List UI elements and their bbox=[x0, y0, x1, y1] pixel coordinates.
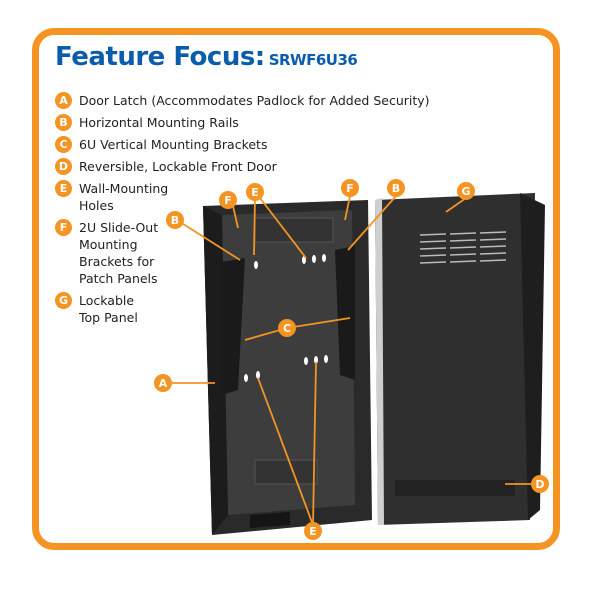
badge-g: G bbox=[55, 292, 72, 309]
callout-label: F bbox=[346, 182, 354, 195]
feature-legend: A Door Latch (Accommodates Padlock for Ad… bbox=[55, 92, 475, 331]
badge-b: B bbox=[55, 114, 72, 131]
callout-f-left: F bbox=[219, 191, 237, 209]
callout-a: A bbox=[154, 374, 172, 392]
badge-c: C bbox=[55, 136, 72, 153]
title-text: Feature Focus: bbox=[55, 42, 265, 72]
legend-text: Door Latch (Accommodates Padlock for Add… bbox=[79, 93, 430, 108]
callout-label: B bbox=[392, 182, 400, 195]
callout-b-right: B bbox=[387, 179, 405, 197]
badge-d: D bbox=[55, 158, 72, 175]
badge-a: A bbox=[55, 92, 72, 109]
legend-text: Reversible, Lockable Front Door bbox=[79, 159, 277, 174]
callout-label: E bbox=[309, 525, 317, 538]
badge-e: E bbox=[55, 180, 72, 197]
callout-label: A bbox=[159, 377, 168, 390]
orange-frame bbox=[32, 28, 560, 550]
legend-item: F 2U Slide-Out Mounting Brackets for Patc… bbox=[55, 219, 475, 287]
model-number: SRWF6U36 bbox=[268, 51, 358, 69]
legend-item: G Lockable Top Panel bbox=[55, 292, 475, 326]
front-door bbox=[375, 193, 545, 525]
callout-e-bottom: E bbox=[304, 522, 322, 540]
callout-d: D bbox=[531, 475, 549, 493]
legend-item: A Door Latch (Accommodates Padlock for Ad… bbox=[55, 92, 475, 109]
callout-e-top: E bbox=[246, 183, 264, 201]
callout-g: G bbox=[457, 182, 475, 200]
legend-text: Horizontal Mounting Rails bbox=[79, 115, 239, 130]
callout-label: B bbox=[171, 214, 179, 227]
legend-item: E Wall-Mounting Holes bbox=[55, 180, 475, 214]
cabinet-body bbox=[203, 200, 372, 535]
page-title: Feature Focus:SRWF6U36 bbox=[55, 42, 358, 72]
legend-item: C 6U Vertical Mounting Brackets bbox=[55, 136, 475, 153]
callout-label: F bbox=[224, 194, 232, 207]
legend-text: 2U Slide-Out Mounting Brackets for Patch… bbox=[79, 220, 159, 286]
callout-label: C bbox=[283, 322, 291, 335]
callout-b-left: B bbox=[166, 211, 184, 229]
callout-c: C bbox=[278, 319, 296, 337]
legend-item: B Horizontal Mounting Rails bbox=[55, 114, 475, 131]
badge-f: F bbox=[55, 219, 72, 236]
callout-f-right: F bbox=[341, 179, 359, 197]
legend-text: Lockable Top Panel bbox=[79, 293, 138, 325]
legend-text: Wall-Mounting Holes bbox=[79, 181, 169, 213]
callout-label: G bbox=[461, 185, 470, 198]
callout-badges: F E B F B G C A E D bbox=[154, 179, 549, 540]
callout-label: E bbox=[251, 186, 259, 199]
legend-text: 6U Vertical Mounting Brackets bbox=[79, 137, 268, 152]
callout-label: D bbox=[535, 478, 544, 491]
legend-item: D Reversible, Lockable Front Door bbox=[55, 158, 475, 175]
